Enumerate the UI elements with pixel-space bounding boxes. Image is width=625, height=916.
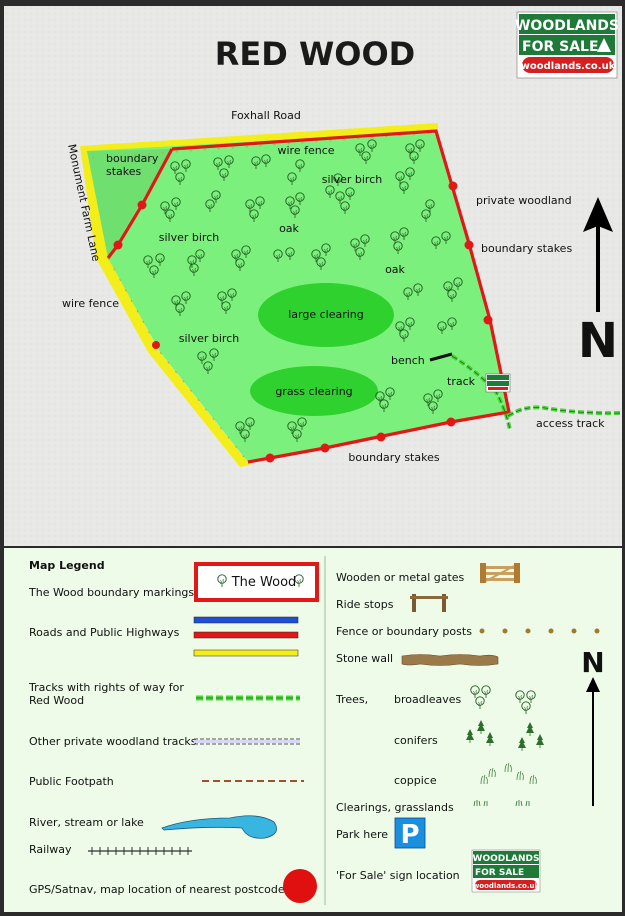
- label-boundary-stakes-bottom: boundary stakes: [348, 451, 439, 464]
- legend-clearings: Clearings, grasslands: [336, 801, 454, 814]
- legend-road-symbols: [193, 616, 299, 657]
- legend-logo-url: woodlands.co.uk: [473, 882, 540, 890]
- large-clearing: [258, 283, 394, 347]
- label-wire-fence-top: wire fence: [277, 144, 334, 157]
- legend-postcode-symbol: [283, 869, 317, 903]
- legend-gates: Wooden or metal gates: [336, 571, 465, 584]
- legend-river: River, stream or lake: [29, 816, 144, 829]
- legend-for-sale-logo: WOODLANDS FOR SALE woodlands.co.uk: [471, 849, 541, 893]
- logo-line1: WOODLANDS: [515, 18, 619, 34]
- label-wire-fence-left: wire fence: [62, 297, 119, 310]
- wire-fence-top-line: [91, 132, 437, 159]
- label-private-woodland: private woodland: [476, 194, 572, 207]
- legend-ride-stop-icon: [410, 594, 448, 612]
- label-bench: bench: [391, 354, 425, 367]
- label-silver-birch-2: silver birch: [159, 231, 220, 244]
- label-oak-1: oak: [279, 222, 299, 235]
- wood-boundary-line-left: [106, 148, 174, 259]
- legend-park-here: Park here: [336, 828, 388, 841]
- north-arrow-legend: N: [581, 646, 605, 806]
- label-silver-birch-1: silver birch: [322, 173, 383, 186]
- label-boundary-stakes-tl: boundary: [106, 152, 159, 165]
- legend-trees: Trees,: [335, 693, 368, 706]
- legend-logo-line1: WOODLANDS: [473, 854, 540, 864]
- legend-tracks-row: Tracks with rights of way for: [28, 681, 184, 694]
- label-silver-birch-3: silver birch: [179, 332, 240, 345]
- label-boundary-stakes-tl2: stakes: [106, 165, 142, 178]
- legend-river-symbol: [161, 815, 277, 839]
- label-large-clearing: large clearing: [288, 308, 364, 321]
- legend-boundary-markings: The Wood boundary markings: [28, 586, 194, 599]
- legend-for-sale-sign: 'For Sale' sign location: [336, 869, 460, 882]
- north-arrow-map: N: [578, 197, 618, 369]
- legend-other-tracks: Other private woodland tracks: [29, 735, 197, 748]
- legend-tracks-row2: Red Wood: [29, 694, 84, 707]
- access-track-edge: [507, 406, 624, 417]
- legend-parking-icon: P: [394, 817, 426, 850]
- legend-gate-icon: [480, 563, 520, 583]
- legend-stone-wall: Stone wall: [336, 652, 393, 665]
- legend-conifers: conifers: [394, 734, 438, 747]
- legend-wood-sample: The Wood: [194, 562, 319, 602]
- north-letter-map: N: [578, 313, 618, 369]
- map-title: RED WOOD: [215, 35, 415, 73]
- legend-broadleaves: broadleaves: [394, 693, 462, 706]
- north-letter-legend: N: [581, 646, 604, 679]
- label-boundary-stakes-right: boundary stakes: [481, 242, 572, 255]
- bench-marker: [429, 352, 453, 362]
- label-foxhall-road: Foxhall Road: [231, 109, 301, 122]
- legend-title: Map Legend: [29, 559, 105, 572]
- legend-stone-wall-icon: [401, 654, 499, 666]
- legend-footpath: Public Footpath: [29, 775, 114, 788]
- legend-right-labels: Wooden or metal gates Ride stops Fence o…: [335, 571, 472, 882]
- legend-other-track-symbol: [194, 738, 300, 745]
- label-oak-2: oak: [385, 263, 405, 276]
- wood-corner-shade: [87, 149, 172, 258]
- boundary-stakes: [113, 181, 493, 463]
- legend-logo-line2: FOR SALE: [475, 868, 524, 878]
- logo-url: woodlands.co.uk: [521, 61, 616, 72]
- grass-clearing: [250, 366, 378, 416]
- label-grass-clearing: grass clearing: [275, 385, 352, 398]
- legend-ride-stops: Ride stops: [336, 598, 394, 611]
- legend-postcode: GPS/Satnav, map location of nearest post…: [29, 883, 285, 896]
- legend-wood-sample-text: The Wood: [231, 575, 297, 590]
- legend-railway: Railway: [29, 843, 72, 856]
- legend-roads: Roads and Public Highways: [29, 626, 180, 639]
- logo-line2: FOR SALE: [522, 39, 599, 55]
- legend-parking-letter: P: [400, 820, 419, 850]
- legend-railway-symbol: [88, 847, 192, 855]
- legend-fence-post-icons: [479, 628, 600, 634]
- label-access-track: access track: [536, 417, 605, 430]
- legend-grassland-icons: [473, 800, 530, 807]
- logo-tree-icon: [597, 38, 611, 52]
- legend-coppice: coppice: [394, 774, 437, 787]
- for-sale-sign-location: [485, 373, 511, 393]
- woodlands-logo: WOODLANDS FOR SALE woodlands.co.uk: [515, 11, 619, 79]
- legend-fence-posts: Fence or boundary posts: [336, 625, 472, 638]
- legend-left-labels: The Wood boundary markings Roads and Pub…: [28, 586, 285, 896]
- label-track: track: [447, 375, 476, 388]
